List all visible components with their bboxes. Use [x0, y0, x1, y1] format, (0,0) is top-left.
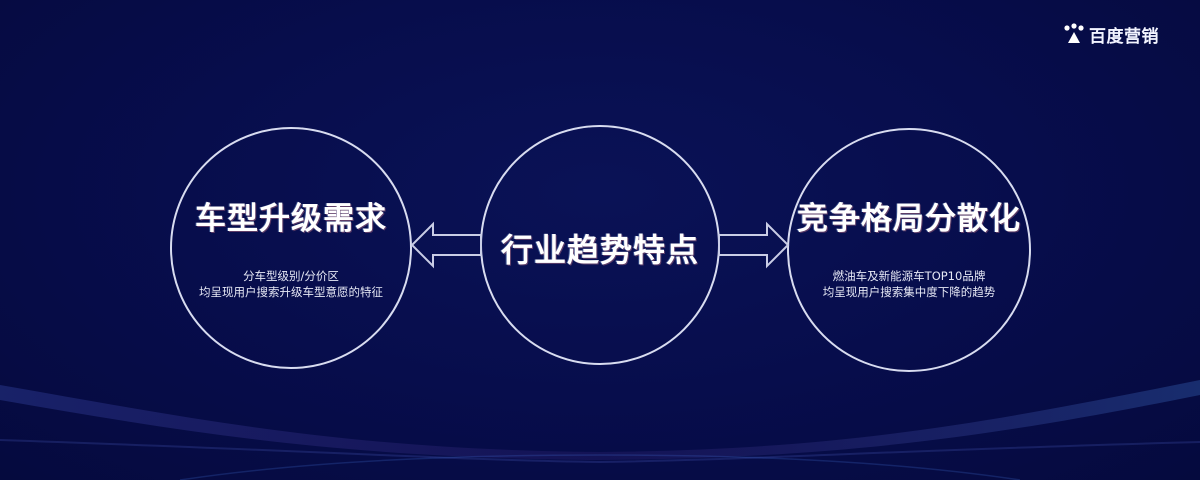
right-title: 竞争格局分散化 [797, 201, 1021, 237]
arrow-left-icon [410, 221, 482, 269]
right-circle [787, 128, 1031, 372]
right-description-line: 燃油车及新能源车TOP10品牌 [832, 269, 986, 283]
left-description-line: 分车型级别/分价区 [243, 269, 339, 283]
left-title: 车型升级需求 [195, 201, 387, 237]
baidu-paw-icon [1064, 23, 1084, 43]
brand-logo: 百度营销 [1063, 22, 1159, 47]
right-description: 燃油车及新能源车TOP10品牌 均呈现用户搜索集中度下降的趋势 [823, 268, 996, 300]
left-circle [170, 127, 412, 369]
left-description-line: 均呈现用户搜索升级车型意愿的特征 [199, 285, 383, 299]
brand-name: 百度营销 [1089, 26, 1159, 47]
arrow-right-icon [718, 221, 790, 269]
right-description-line: 均呈现用户搜索集中度下降的趋势 [822, 285, 996, 299]
left-description: 分车型级别/分价区 均呈现用户搜索升级车型意愿的特征 [199, 268, 383, 300]
center-title: 行业趋势特点 [500, 231, 700, 269]
